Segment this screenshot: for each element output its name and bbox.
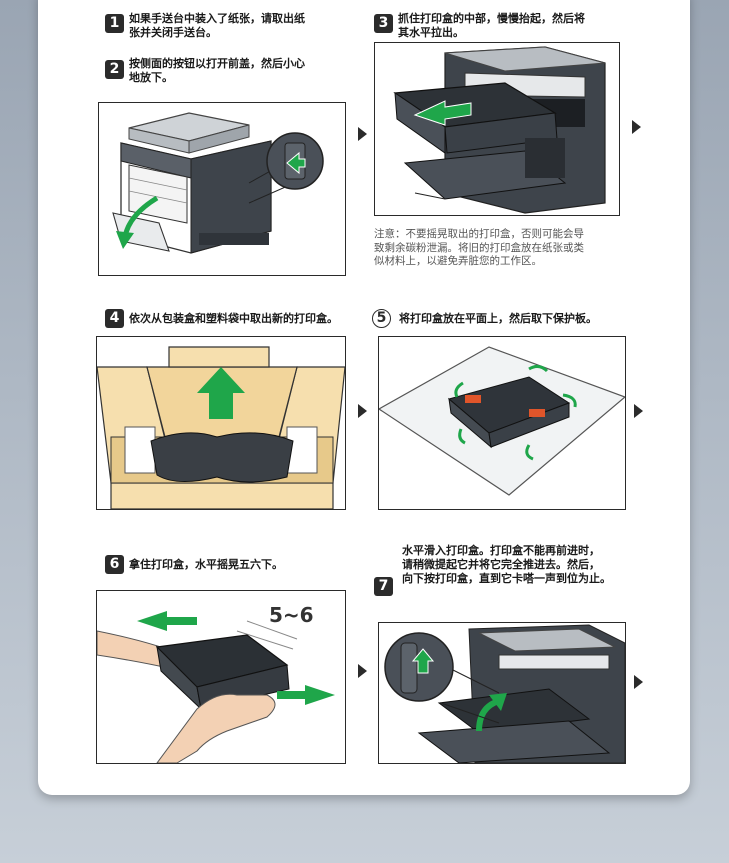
step-3-illustration [374,42,620,216]
step-2-illustration [98,102,346,276]
step-7-badge: 7 [374,577,393,596]
step-6-badge: 6 [105,555,124,574]
next-arrow-6 [634,675,643,689]
step-6-illustration: 5~6 [96,590,346,764]
step-5-illustration [378,336,626,510]
printer-insert-cartridge-drawing [384,624,625,763]
step-1-badge: 1 [105,14,124,33]
next-arrow-3 [358,404,367,418]
step-5-text: 将打印盒放在平面上，然后取下保护板。 [399,312,597,325]
next-arrow-2 [632,120,641,134]
step-4-illustration [96,336,346,510]
step-2-badge: 2 [105,60,124,79]
cartridge-on-sheet-drawing [379,346,625,496]
step-2-text: 按侧面的按钮以打开前盖，然后小心 地放下。 [129,57,305,84]
step-3-text: 抓住打印盒的中部，慢慢抬起，然后将 其水平拉出。 [398,12,585,39]
open-box-drawing [97,346,345,509]
step-4-badge: 4 [105,309,124,328]
next-arrow-4 [634,404,643,418]
step-6-text: 拿住打印盒，水平摇晃五六下。 [129,558,283,571]
printer-remove-cartridge-drawing [393,46,606,214]
step-7-illustration [378,622,626,764]
next-arrow-5 [358,664,367,678]
next-arrow-1 [358,127,367,141]
step-3-badge: 3 [374,14,393,33]
printer-open-cover-drawing [112,112,324,254]
instruction-card: 1 如果手送台中装入了纸张，请取出纸 张并关闭手送台。 2 按侧面的按钮以打开前… [38,0,690,795]
shake-count-label: 5~6 [269,603,314,627]
step-4-text: 依次从包装盒和塑料袋中取出新的打印盒。 [129,312,338,325]
step-5-badge: 5 [372,309,391,328]
step-7-intro-text: 水平滑入打印盒。打印盒不能再前进时， 请稍微提起它并将它完全推进去。然后， 向下… [402,544,611,585]
step-1-text: 如果手送台中装入了纸张，请取出纸 张并关闭手送台。 [129,12,305,39]
shake-cartridge-drawing [97,611,335,763]
step-3-caution-note: 注意：不要摇晃取出的打印盒，否则可能会导 致剩余碳粉泄漏。将旧的打印盒放在纸张或… [374,228,584,267]
